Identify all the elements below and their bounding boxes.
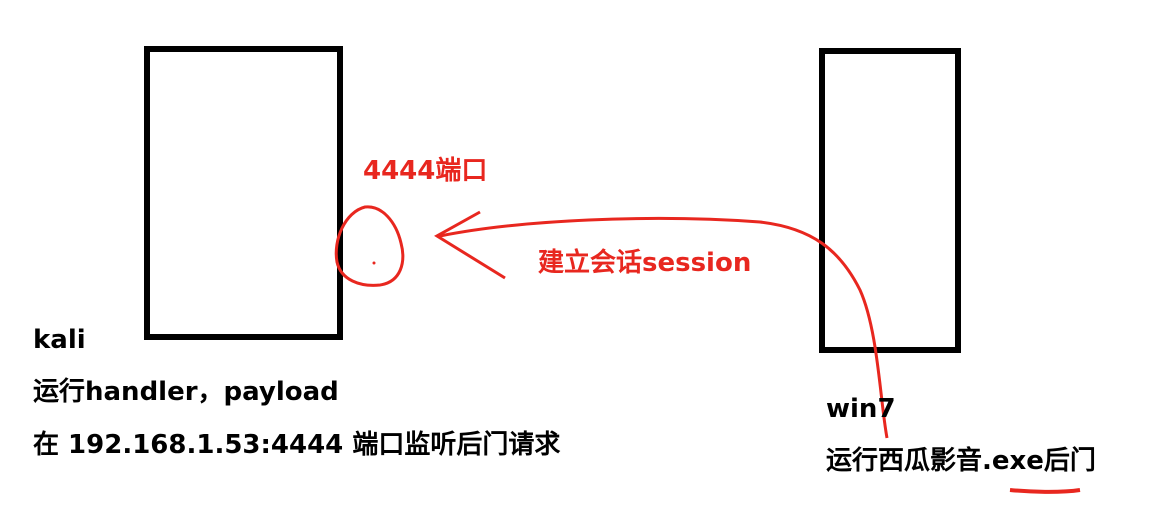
kali-handler-text: 运行handler，payload bbox=[33, 377, 339, 407]
session-arrowhead bbox=[434, 210, 506, 280]
port-label: 4444端口 bbox=[363, 156, 488, 186]
kali-listen-text: 在 192.168.1.53:4444 端口监听后门请求 bbox=[33, 430, 561, 460]
win7-name-label: win7 bbox=[826, 394, 896, 424]
kali-name-label: kali bbox=[33, 325, 86, 355]
exe-underline bbox=[1009, 488, 1081, 494]
kali-host-box bbox=[144, 46, 343, 340]
port-dot bbox=[372, 261, 376, 265]
session-label: 建立会话session bbox=[538, 248, 752, 278]
port-circle bbox=[334, 205, 405, 287]
win7-backdoor-text: 运行西瓜影音.exe后门 bbox=[826, 446, 1096, 476]
win7-host-box bbox=[819, 48, 961, 353]
